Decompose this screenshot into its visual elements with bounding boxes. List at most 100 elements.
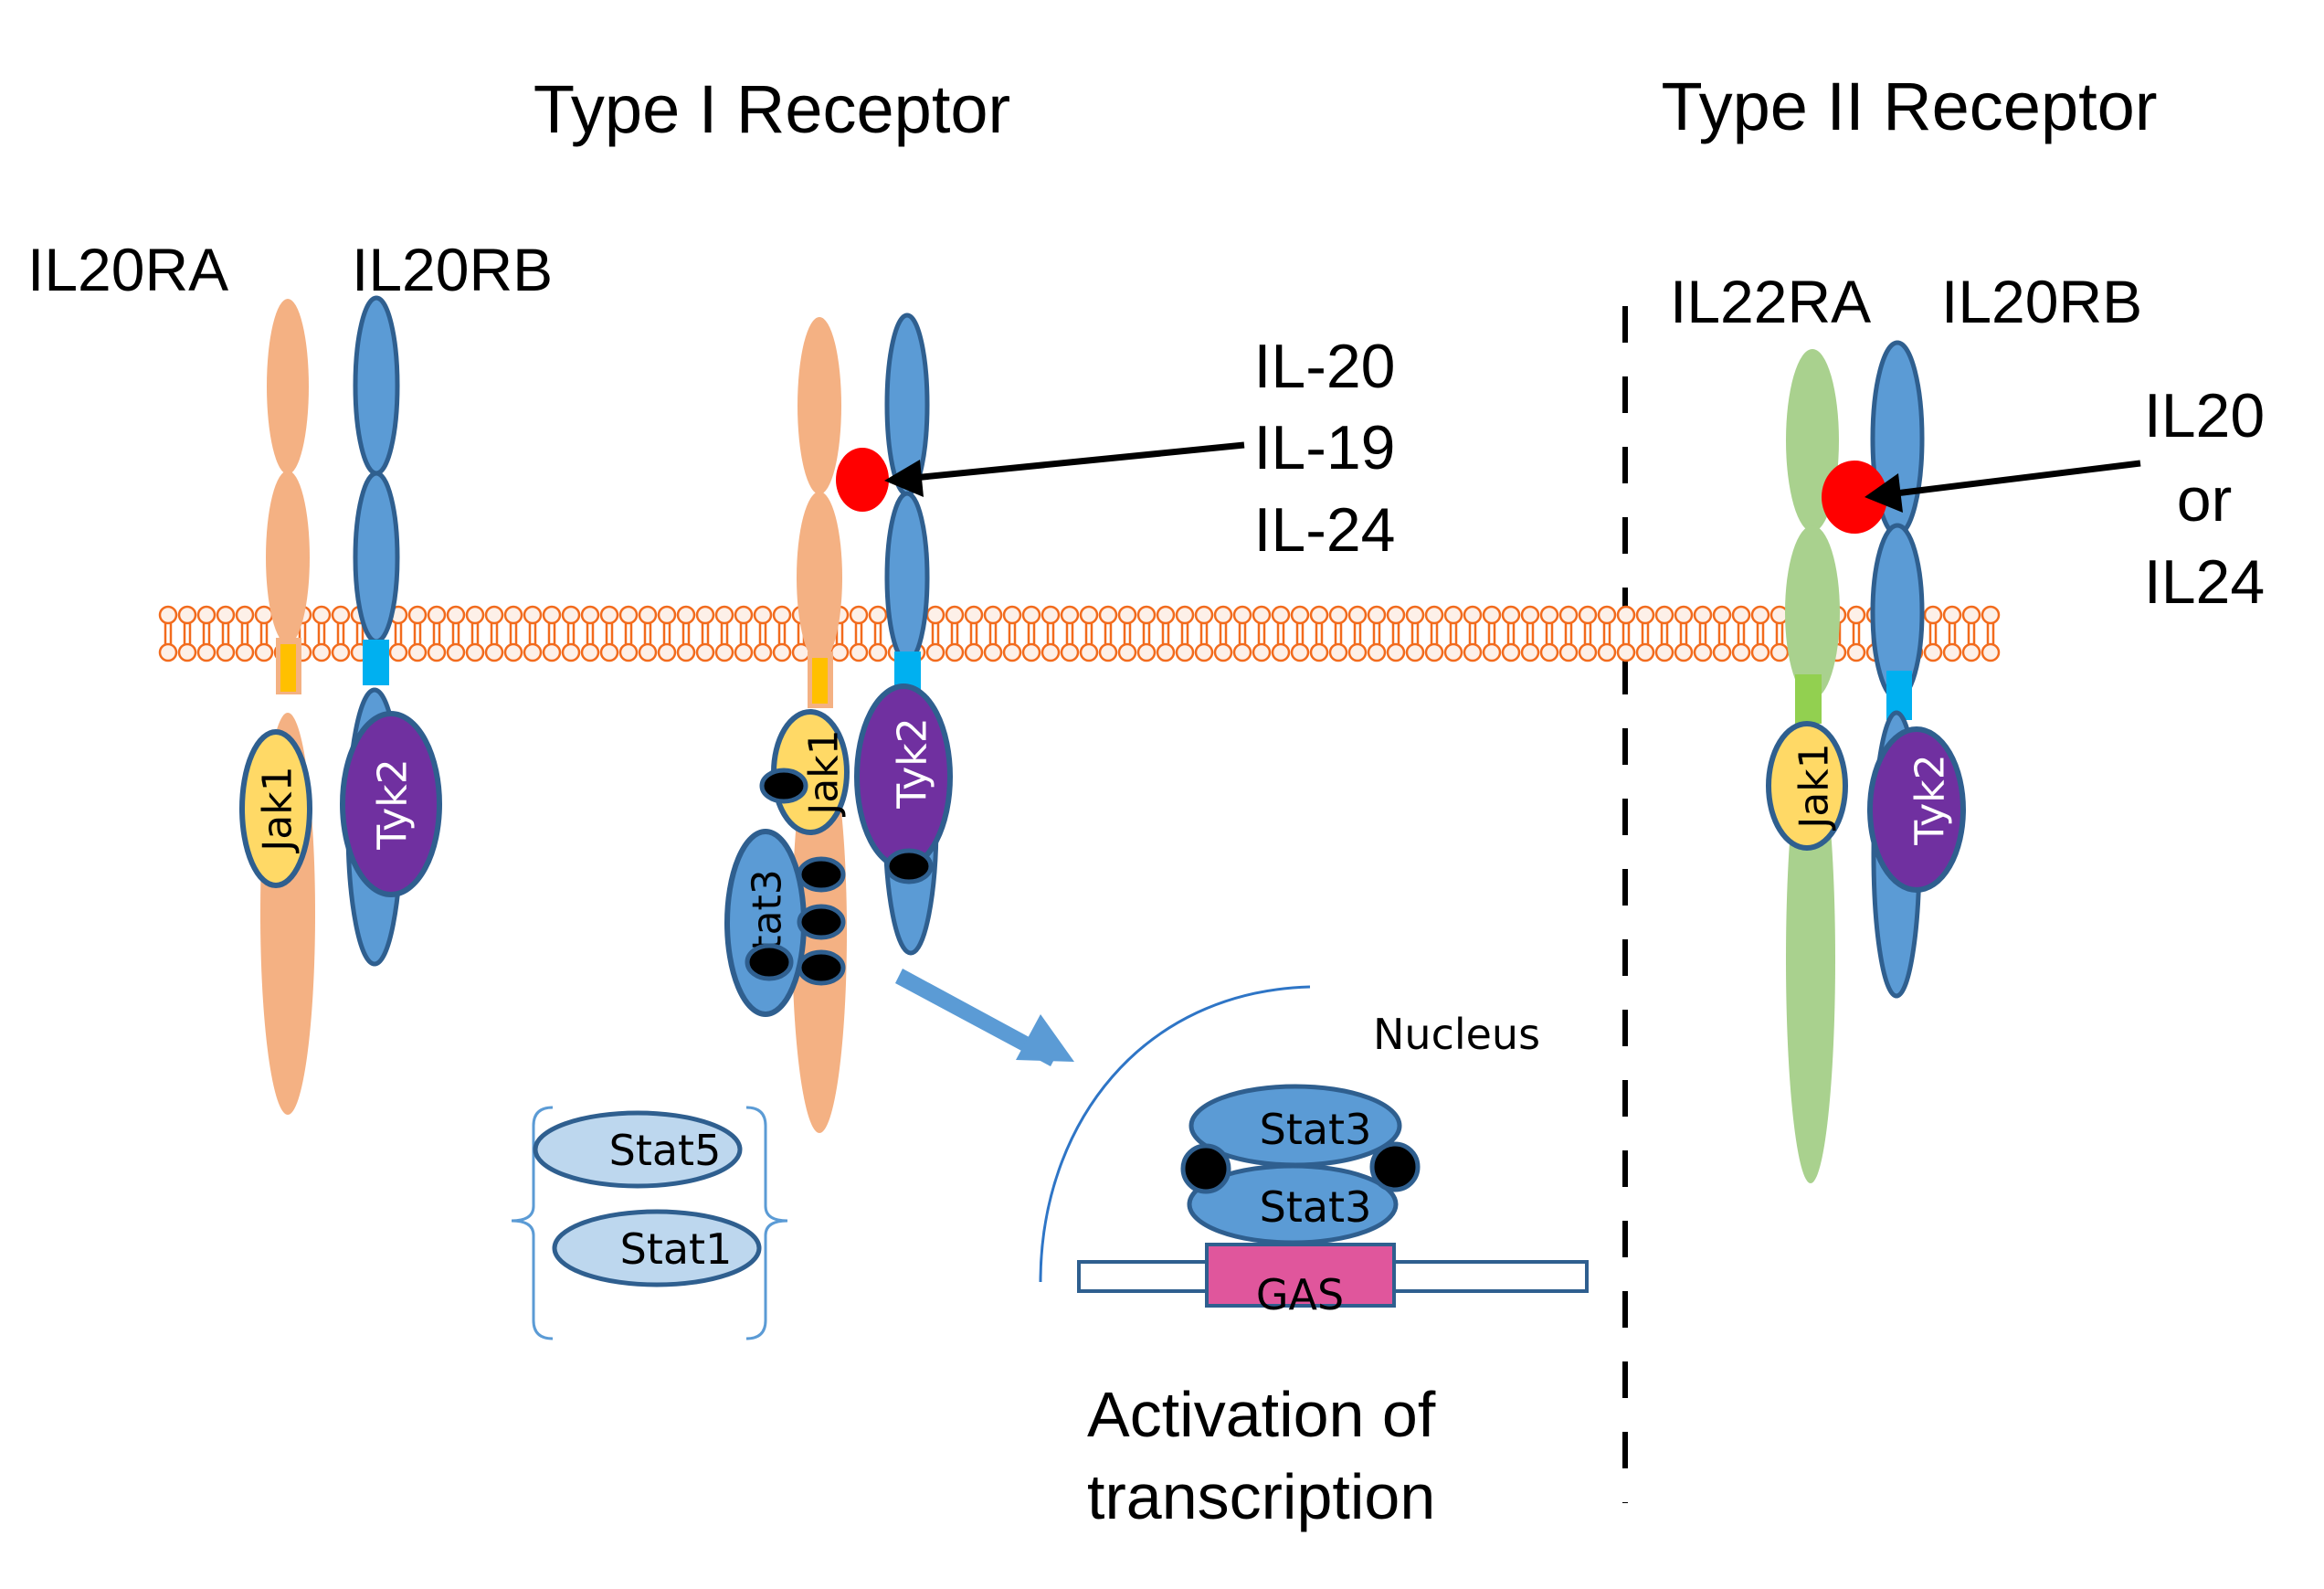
phospholipid <box>312 605 332 662</box>
il20rb-chain-type2 <box>1870 340 1925 999</box>
lipid-head <box>1041 642 1061 662</box>
tyk2-kinase: Tyk2 <box>340 711 442 897</box>
lipid-head <box>446 642 466 662</box>
phospholipid <box>1194 605 1214 662</box>
lipid-head <box>1156 605 1176 625</box>
lipid-head <box>1175 642 1195 662</box>
type2-receptor: Jak1 Tyk2 <box>1766 340 1966 1183</box>
phospho-site <box>745 943 794 981</box>
lipid-head <box>1712 605 1732 625</box>
il22ra-transmembrane <box>1795 674 1822 724</box>
nuclear-envelope-arc <box>1039 985 1311 1283</box>
other-stats-group: Stat5 Stat1 <box>511 1106 788 1340</box>
phospholipid <box>1367 605 1387 662</box>
phospholipid <box>484 605 504 662</box>
phospholipid <box>618 605 639 662</box>
phospholipid <box>1731 605 1751 662</box>
lipid-head <box>1712 642 1732 662</box>
lipid-head <box>676 605 696 625</box>
phospholipid <box>1597 605 1617 662</box>
phospholipid <box>1942 605 1962 662</box>
lipid-head <box>983 642 1003 662</box>
type2-ligand-list: IL20 or IL24 <box>2144 381 2265 617</box>
lipid-head <box>1232 642 1252 662</box>
jak1-label: Jak1 <box>1791 743 1838 831</box>
lipid-head <box>1443 642 1463 662</box>
phospholipid <box>1098 605 1118 662</box>
phospholipid <box>446 605 466 662</box>
type1-ligand-list: IL-20 IL-19 IL-24 <box>1254 332 1396 565</box>
lipid-head <box>407 642 428 662</box>
ligand-il24: IL-24 <box>1254 495 1396 565</box>
lipid-head <box>1252 605 1272 625</box>
phospholipid <box>1405 605 1425 662</box>
lipid-head <box>1597 605 1617 625</box>
lipid-head <box>1386 605 1406 625</box>
stat3-bound: Stat3 <box>724 829 807 1017</box>
lipid-head <box>1923 605 1943 625</box>
lipid-head <box>1674 605 1694 625</box>
tyk2-kinase-type2: Tyk2 <box>1867 726 1966 893</box>
lipid-head <box>1616 642 1636 662</box>
lipid-head <box>753 605 773 625</box>
lipid-head <box>1501 605 1521 625</box>
lipid-head <box>849 642 869 662</box>
ligand-il20: IL-20 <box>1254 332 1396 401</box>
tyk2-label: Tyk2 <box>890 717 936 810</box>
stat5: Stat5 <box>533 1110 743 1189</box>
lipid-head <box>484 642 504 662</box>
phospholipid <box>734 605 754 662</box>
lipid-head <box>1443 605 1463 625</box>
lipid-head <box>1367 642 1387 662</box>
lipid-head <box>829 642 850 662</box>
lipid-head <box>676 642 696 662</box>
lipid-head <box>1981 605 2001 625</box>
lipid-head <box>1424 642 1444 662</box>
lipid-head <box>1232 605 1252 625</box>
phospholipid <box>1232 605 1252 662</box>
phospholipid <box>1654 605 1674 662</box>
lipid-head <box>1002 642 1022 662</box>
phospholipid <box>1463 605 1483 662</box>
lipid-head <box>945 642 965 662</box>
lipid-head <box>1252 642 1272 662</box>
phospholipid <box>983 605 1003 662</box>
left-brace <box>511 1106 554 1340</box>
phospholipid <box>849 605 869 662</box>
lipid-head <box>925 605 945 625</box>
phospholipid <box>1175 605 1195 662</box>
lipid-head <box>1002 605 1022 625</box>
phospholipid <box>1117 605 1137 662</box>
lipid-head <box>1271 642 1291 662</box>
phospholipid <box>1328 605 1348 662</box>
lipid-head <box>1213 642 1233 662</box>
lipid-head <box>849 605 869 625</box>
phospholipid <box>772 605 792 662</box>
phospholipid <box>638 605 658 662</box>
lipid-head <box>1117 605 1137 625</box>
type1-activated-receptor: Jak1 Tyk2 Stat3 <box>724 313 953 1133</box>
phospholipid <box>427 605 447 662</box>
lipid-head <box>1136 642 1157 662</box>
jak1-label: Jak1 <box>801 729 848 817</box>
stat3-dimer: Stat3 Stat3 <box>1180 1084 1421 1245</box>
lipid-head <box>1981 642 2001 662</box>
lipid-head <box>1961 642 1981 662</box>
phospholipid <box>1558 605 1579 662</box>
lipid-head <box>1079 642 1099 662</box>
lipid-head <box>196 642 217 662</box>
ligand-il19: IL-19 <box>1254 413 1396 482</box>
lipid-head <box>331 642 351 662</box>
lipid-head <box>1520 642 1540 662</box>
stat1: Stat1 <box>552 1209 762 1287</box>
phospholipid <box>1386 605 1406 662</box>
phospholipid <box>1501 605 1521 662</box>
lipid-head <box>1674 642 1694 662</box>
phospholipid <box>945 605 965 662</box>
lipid-head <box>312 642 332 662</box>
type2-il20rb-label: IL20RB <box>1941 268 2142 335</box>
phospholipid <box>925 605 945 662</box>
il20ra-transmembrane <box>812 658 828 704</box>
right-brace <box>745 1106 788 1340</box>
lipid-head <box>772 605 792 625</box>
